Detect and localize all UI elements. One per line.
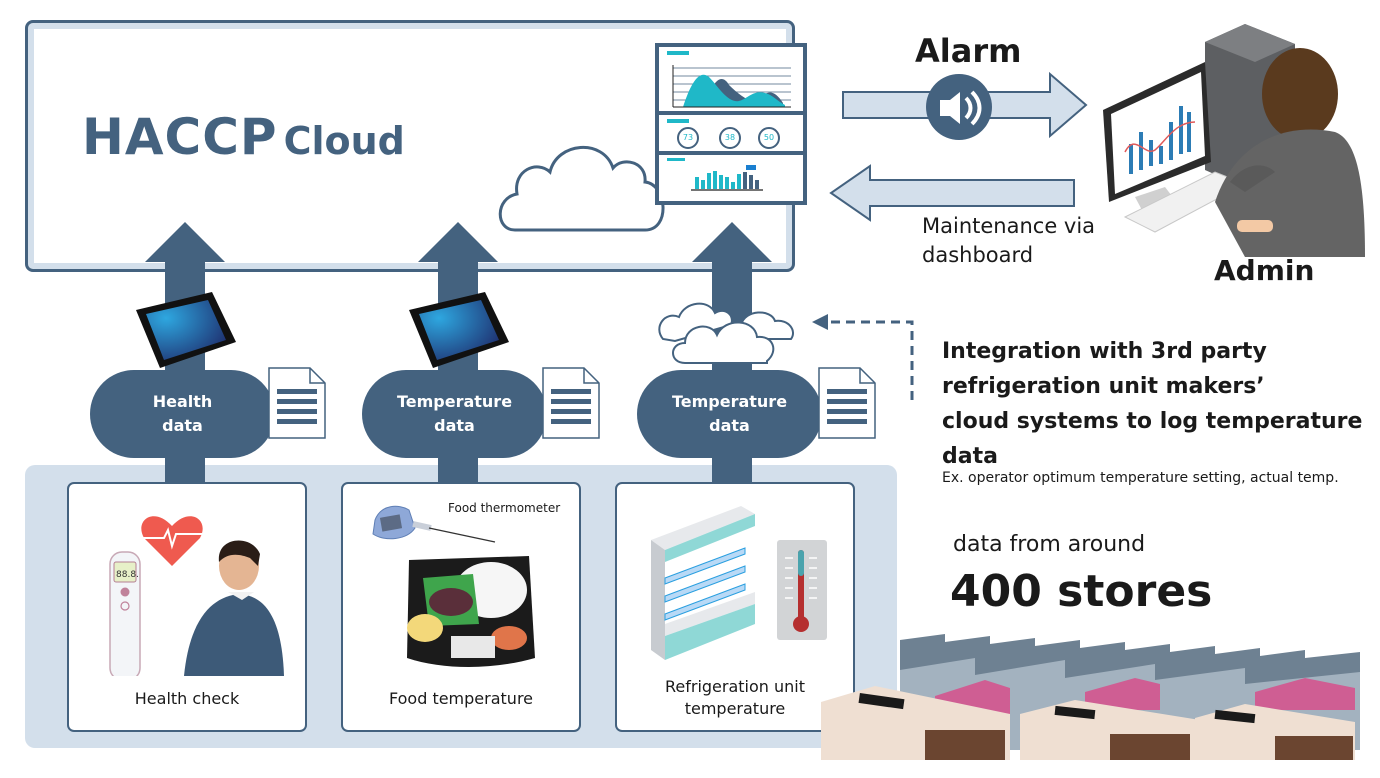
food-thermometer-callout: Food thermometer (448, 501, 561, 515)
source-label-line1: Refrigeration unit (664, 677, 805, 696)
alarm-label: Alarm (915, 32, 1022, 70)
source-label: Health check (134, 689, 240, 708)
channel-label-line2: data (709, 416, 750, 435)
stores-count: 400 stores (950, 566, 1213, 617)
channel-label-line2: data (162, 416, 203, 435)
store-building (821, 680, 1010, 760)
document-icon (818, 367, 876, 439)
thermometer-gun (109, 551, 141, 676)
data-channel-health: Health data (90, 370, 275, 458)
maintenance-label-line2: dashboard (922, 243, 1034, 267)
gauge-3: 50 (758, 127, 780, 149)
thermometer-display: 88.8. (116, 570, 139, 580)
document-icon (542, 367, 600, 439)
integration-dashed-arrow (812, 314, 914, 400)
source-card-refrigeration-temperature: Refrigeration unit temperature (615, 482, 855, 732)
integration-example: Ex. operator optimum temperature setting… (942, 470, 1339, 486)
maintenance-label: Maintenance via dashboard (922, 212, 1095, 270)
maintenance-arrow (829, 164, 1075, 222)
title-sub: Cloud (283, 119, 405, 163)
data-channel-food-temperature: Temperature data (362, 370, 547, 458)
data-channel-refrigeration-temperature: Temperature data (637, 370, 822, 458)
tablet-icon (136, 292, 236, 368)
cloud-icon (658, 302, 794, 364)
integration-line3: cloud systems to log temperature (942, 409, 1363, 434)
channel-label-line2: data (434, 416, 475, 435)
refrigeration-illustration (651, 506, 827, 660)
integration-description: Integration with 3rd party refrigeration… (942, 334, 1362, 474)
integration-line1: Integration with 3rd party (942, 339, 1267, 364)
source-label: Food temperature (388, 689, 534, 708)
source-card-food-temperature: Food thermometer Food temperature (341, 482, 581, 732)
tablet-icon (409, 292, 509, 368)
store-building (1020, 678, 1200, 760)
integration-line4: data (942, 444, 998, 469)
maintenance-label-line1: Maintenance via (922, 214, 1096, 238)
gauge-1: 73 (677, 127, 699, 149)
channel-label-line1: Health (152, 392, 213, 411)
refrigeration-unit-icon (651, 506, 755, 550)
channel-label-line1: Temperature (671, 392, 788, 411)
food-temperature-illustration (372, 505, 535, 667)
admin-label: Admin (1214, 254, 1315, 287)
gauge-2: 38 (719, 127, 741, 149)
source-card-health-check: 88.8. Health check (67, 482, 307, 732)
heart-icon (141, 516, 203, 566)
source-label: Refrigeration unit temperature (617, 676, 853, 720)
speaker-icon (926, 74, 992, 140)
health-check-illustration: 88.8. (109, 516, 284, 676)
integration-line2: refrigeration unit makers’ (942, 374, 1265, 399)
stores-illustration (821, 634, 1360, 760)
document-icon (268, 367, 326, 439)
admin-workstation-icon (1103, 24, 1365, 257)
source-label-line2: temperature (684, 699, 786, 718)
dashboard-icon (655, 43, 807, 205)
stores-prefix: data from around (953, 532, 1146, 557)
channel-label-line1: Temperature (396, 392, 513, 411)
store-building (1195, 678, 1355, 760)
title-main: HACCP (82, 108, 278, 166)
